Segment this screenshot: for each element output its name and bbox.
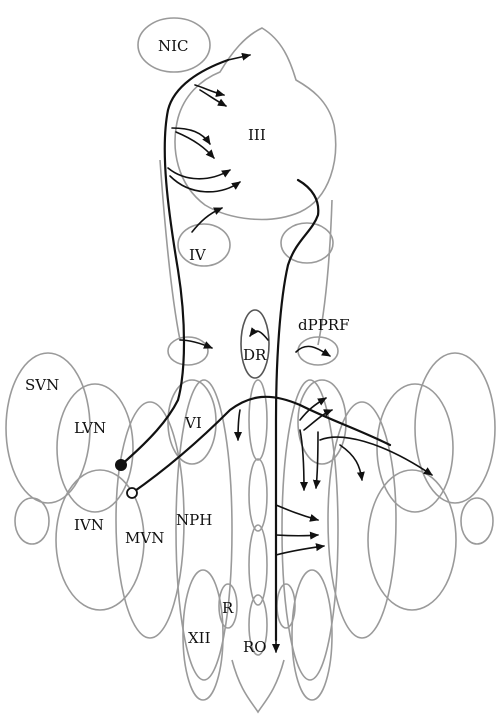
pathways — [115, 55, 432, 652]
right-small-outline — [461, 498, 493, 544]
nucleus-outlines — [6, 18, 495, 712]
arrow-iii-e — [168, 168, 230, 179]
label-dr: DR — [243, 346, 267, 364]
xii-right-outline — [292, 570, 332, 700]
label-mvn: MVN — [125, 529, 164, 547]
label-svn: SVN — [25, 376, 59, 394]
label-iv: IV — [189, 246, 207, 264]
label-nph: NPH — [176, 511, 212, 529]
ro-outline — [232, 660, 284, 712]
lvn-cell-body — [115, 459, 127, 471]
midline-oval-2 — [249, 459, 267, 531]
mvn-cell-body — [127, 488, 137, 498]
label-vi: VI — [184, 414, 202, 432]
arrow-nph-mid-2 — [276, 535, 318, 536]
arrow-contra-down-2 — [316, 432, 318, 488]
arrow-nph-mid-3 — [276, 546, 324, 555]
dr-outline — [241, 310, 269, 378]
label-ro: RO — [243, 638, 267, 656]
label-dpprf: dPPRF — [298, 316, 350, 334]
midline-oval-3 — [249, 525, 267, 605]
stem-left-edge — [160, 160, 180, 340]
label-xii: XII — [188, 629, 211, 647]
trochlear-right-outline — [281, 223, 333, 263]
arrow-iii-d — [176, 132, 214, 158]
arrow-ipsi-down — [238, 410, 240, 440]
label-iii: III — [248, 126, 266, 144]
ascending-tract-lvn — [121, 60, 228, 465]
label-nic: NIC — [158, 37, 189, 55]
label-ivn: IVN — [74, 516, 104, 534]
arrow-dpprf — [296, 346, 330, 356]
arrow-dr-up — [250, 331, 268, 340]
label-lvn: LVN — [74, 419, 106, 437]
midline-oval-1 — [249, 380, 267, 460]
arrow-contra-mvn — [340, 445, 362, 480]
svn-right-outline — [415, 353, 495, 503]
arrow-iii-c — [172, 128, 210, 144]
label-r: R — [222, 599, 234, 617]
left-small-outline — [15, 498, 49, 544]
